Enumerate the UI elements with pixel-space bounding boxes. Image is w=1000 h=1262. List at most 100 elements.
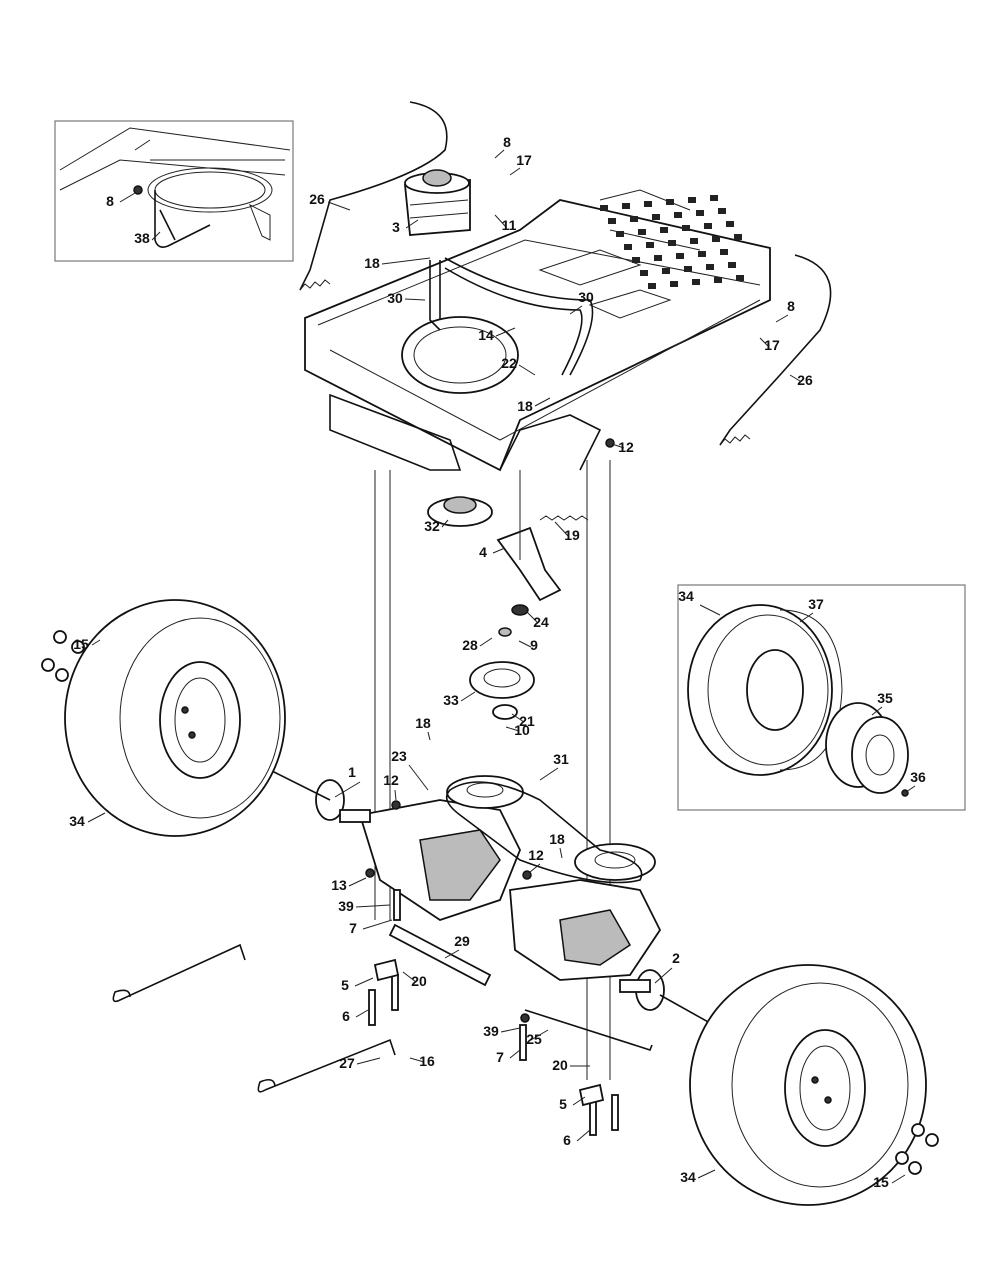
transaxle-left: [358, 775, 524, 921]
fasteners: [365, 438, 619, 1136]
leader-line-c15a: [91, 639, 101, 646]
callout-c23: 23: [391, 748, 407, 764]
perforation: [690, 238, 698, 244]
tire-left: [64, 599, 286, 837]
leader-line-c23: [408, 764, 429, 791]
leader-line-c5a: [354, 977, 374, 987]
callout-c6b: 6: [563, 1132, 571, 1148]
bypass-rod-lower: [257, 1038, 396, 1093]
cross-shaft: [388, 923, 492, 987]
callout-c29: 29: [454, 933, 470, 949]
leader-line-c18c: [427, 731, 431, 741]
callout-c37: 37: [808, 596, 824, 612]
leader-line-c32: [441, 519, 449, 528]
perforation: [632, 257, 640, 263]
callout-c1: 1: [348, 764, 356, 780]
callout-c8a: 8: [106, 193, 114, 209]
perforation: [670, 281, 678, 287]
callout-c27: 27: [339, 1055, 355, 1071]
callout-c21: 21: [519, 713, 535, 729]
leader-line-c18d: [559, 847, 563, 859]
hose-right-outline: [444, 267, 583, 376]
leader-line-c16: [409, 1057, 425, 1063]
callout-c34a: 34: [69, 813, 85, 829]
callout-c18d: 18: [549, 831, 565, 847]
wheel-hub-left: [315, 779, 371, 823]
callout-c10: 10: [514, 722, 530, 738]
chassis-frame: [304, 189, 771, 472]
callout-c30a: 30: [387, 290, 403, 306]
perforation: [692, 279, 700, 285]
perforation: [608, 218, 616, 224]
perforation: [734, 234, 742, 240]
leader-line-c8a: [119, 192, 136, 203]
leader-line-c25: [530, 1029, 549, 1041]
leader-line-c21: [511, 713, 525, 723]
callout-c34c: 34: [680, 1169, 696, 1185]
callout-c25: 25: [526, 1031, 542, 1047]
leader-line-c24: [525, 610, 539, 624]
perforation: [720, 249, 728, 255]
callout-c7b: 7: [496, 1049, 504, 1065]
leader-line-c38: [151, 231, 161, 241]
perforation: [640, 270, 648, 276]
inset-bracket-detail: [54, 120, 294, 262]
leader-line-c31: [539, 767, 559, 781]
callout-c11: 11: [502, 217, 517, 233]
callout-c3: 3: [392, 219, 400, 235]
perforation: [674, 212, 682, 218]
leader-line-c7a: [362, 919, 393, 930]
perforation: [600, 205, 608, 211]
leader-line-c18b: [534, 397, 551, 407]
perforation: [638, 229, 646, 235]
leader-line-c5b: [572, 1096, 586, 1106]
callout-c30b: 30: [578, 289, 594, 305]
leader-line-c6b: [576, 1129, 591, 1142]
perforation: [704, 223, 712, 229]
leader-line-c29: [444, 949, 460, 959]
leader-line-c9: [518, 640, 532, 648]
leader-line-c8c: [775, 314, 789, 323]
callout-labels: 1234556677888910111212121314151516171718…: [69, 134, 926, 1190]
leader-line-c39b: [500, 1027, 521, 1033]
perforation: [666, 199, 674, 205]
perforation: [624, 244, 632, 250]
callout-c18c: 18: [415, 715, 431, 731]
leader-line-c26a: [327, 201, 351, 211]
leader-line-c17b: [759, 337, 770, 348]
leader-line-c8b: [494, 149, 505, 159]
perforation: [662, 268, 670, 274]
drive-belt: [445, 781, 643, 884]
bypass-rod-right: [524, 1009, 653, 1051]
leader-line-c30b: [569, 305, 583, 315]
callout-c31: 31: [553, 751, 569, 767]
transaxle-right: [509, 843, 662, 981]
reservoir: [404, 169, 471, 236]
leader-line-c12a: [394, 789, 397, 801]
perforation: [688, 197, 696, 203]
perforation: [646, 242, 654, 248]
leader-line-c2: [654, 967, 673, 984]
drive-pulley: [427, 496, 493, 527]
callout-c12c: 12: [618, 439, 634, 455]
callout-c5a: 5: [341, 977, 349, 993]
callout-c9: 9: [530, 637, 538, 653]
idler-pulley: [469, 661, 535, 699]
callout-c16: 16: [419, 1053, 435, 1069]
leader-line-c27: [356, 1057, 381, 1065]
leader-line-c22: [518, 364, 536, 376]
leader-line-c13: [348, 877, 367, 887]
spring-left: [299, 279, 331, 291]
callout-c19: 19: [564, 527, 580, 543]
perforation: [648, 283, 656, 289]
perforation: [726, 221, 734, 227]
perforation: [668, 240, 676, 246]
callout-c2: 2: [672, 950, 680, 966]
floor-perforations: [600, 195, 744, 289]
callout-c18a: 18: [364, 255, 380, 271]
leader-line-c4: [492, 547, 506, 554]
leader-line-c36: [905, 785, 916, 793]
perforation: [736, 275, 744, 281]
callout-c26a: 26: [309, 191, 325, 207]
